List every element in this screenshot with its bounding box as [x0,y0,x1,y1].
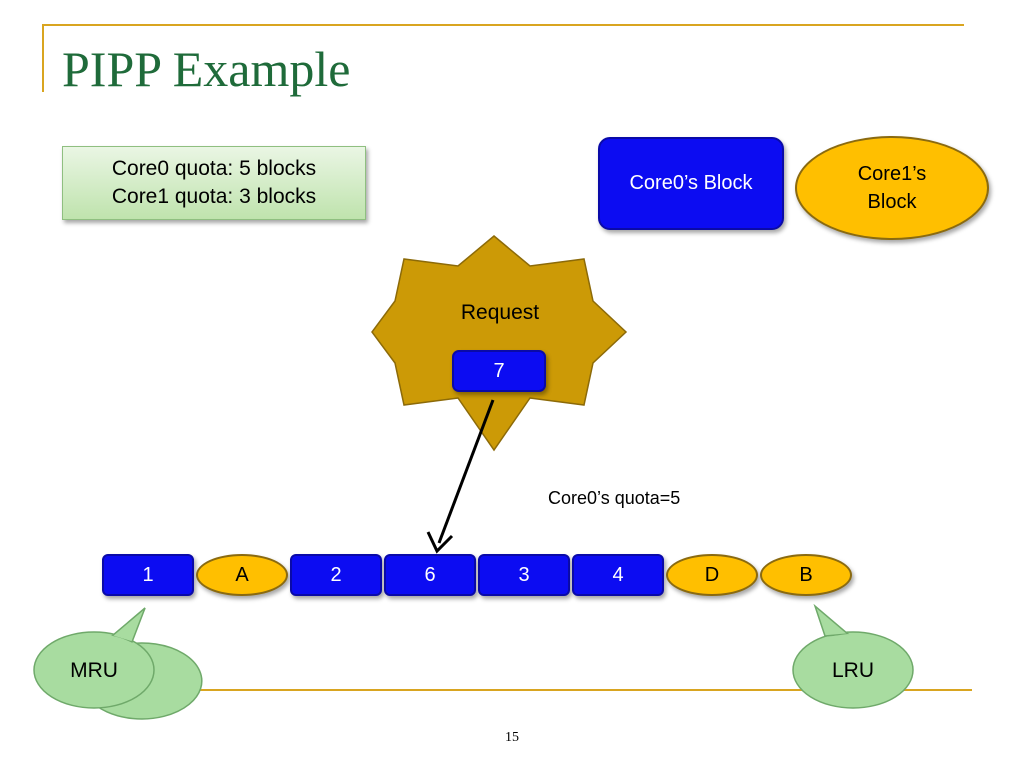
core0-quota-note: Core0’s quota=5 [548,488,681,508]
quota-info-box: Core0 quota: 5 blocks Core1 quota: 3 blo… [62,146,366,220]
stack-block-b: B [760,554,852,596]
insert-arrow-head [426,531,454,554]
stack-block-3: 3 [478,554,570,596]
legend-core0-label: Core0’s Block [629,172,753,194]
request-burst-shape [371,235,628,452]
legend-core1-block: Core1’s Block [795,136,989,240]
stack-block-label: 3 [518,563,530,586]
core0-quota-text: Core0 quota: 5 blocks [111,157,317,180]
request-block-7: 7 [452,350,546,392]
lru-label: LRU [831,659,874,682]
core1-quota-text: Core1 quota: 3 blocks [111,185,317,208]
stack-block-label: B [799,563,813,586]
legend-core1-label-line1: Core1’s [857,163,927,185]
stack-block-6: 6 [384,554,476,596]
stack-block-a: A [196,554,288,596]
stack-block-label: 2 [330,563,342,586]
stack-block-label: 1 [142,563,154,586]
mru-label: MRU [70,659,118,682]
title-top-rule [42,24,964,26]
insert-arrow-line [437,399,495,544]
stack-block-4: 4 [572,554,664,596]
request-label: Request [460,301,540,324]
legend-core0-block: Core0’s Block [598,137,784,230]
title-left-rule [42,24,44,92]
stack-block-label: A [235,563,249,586]
stack-block-label: D [704,563,720,586]
stack-block-label: 4 [612,563,624,586]
stack-block-d: D [666,554,758,596]
footer-rule [150,689,972,691]
request-block-label: 7 [493,359,505,382]
slide-title: PIPP Example [62,41,351,97]
stack-block-2: 2 [290,554,382,596]
stack-block-1: 1 [102,554,194,596]
legend-core1-label-line2: Block [867,191,917,213]
page-number: 15 [505,730,519,745]
lru-callout-tail [813,603,850,637]
stack-block-label: 6 [424,563,436,586]
